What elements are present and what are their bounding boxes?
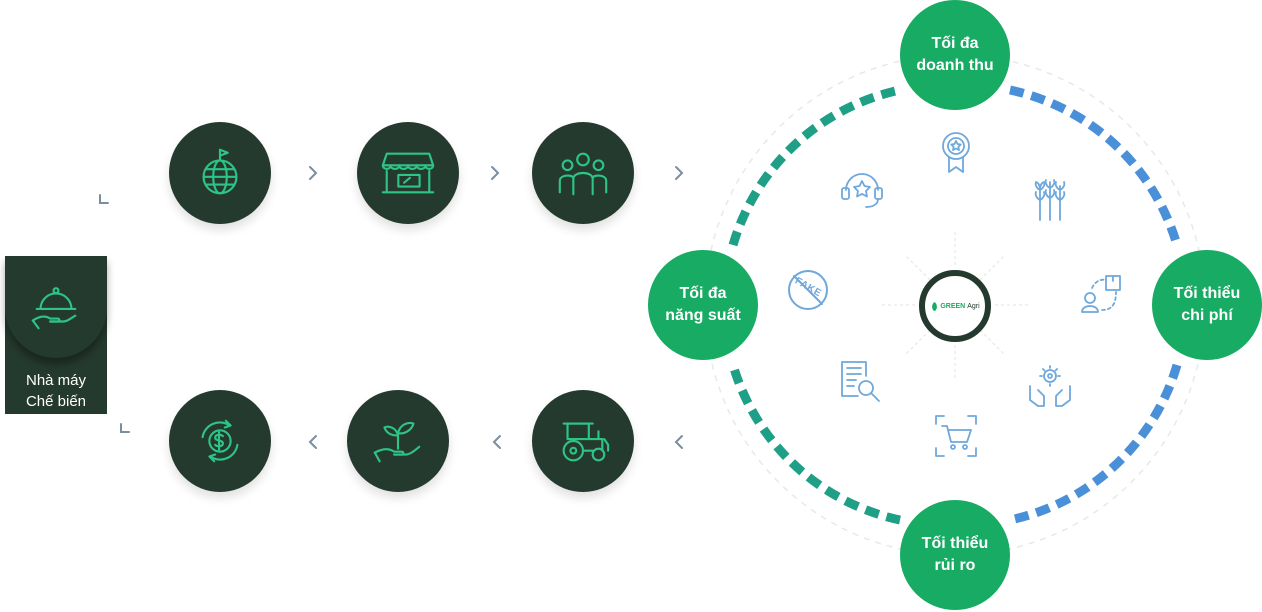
- node-sprout-in-hand: [347, 390, 449, 492]
- node-tractor: [532, 390, 634, 492]
- global-market-icon: [202, 148, 238, 195]
- node-money-cycle: [169, 390, 271, 492]
- goal-minimize-risk: Tối thiểu rủi ro: [900, 500, 1010, 610]
- chevron-left-icon: [674, 435, 683, 449]
- chevron-down-left-icon: [120, 423, 130, 433]
- fake-label: FAKE: [784, 266, 832, 314]
- chevron-left-icon: [492, 435, 501, 449]
- goal-right-line2: chi phí: [1181, 307, 1233, 324]
- node-global-market: [169, 122, 271, 224]
- benefit-traceability: [1078, 270, 1126, 318]
- serving-tray-icon: [31, 287, 77, 330]
- goal-minimize-cost: Tối thiểu chi phí: [1152, 250, 1262, 360]
- money-cycle-icon: [201, 419, 239, 463]
- node-community: [532, 122, 634, 224]
- goal-maximize-productivity: Tối đa năng suất: [648, 250, 758, 360]
- factory-badge: [5, 256, 107, 358]
- chevron-right-icon: [675, 166, 684, 180]
- chevron-up-left-icon: [99, 194, 109, 204]
- ring-arc-bottom-left: [728, 363, 901, 525]
- anti-fake-icon: [788, 270, 828, 310]
- goal-maximize-revenue: Tối đa doanh thu: [900, 0, 1010, 110]
- goal-top-line2: doanh thu: [916, 57, 994, 74]
- benefit-quality: [932, 128, 980, 176]
- support-agent-icon: [841, 173, 883, 208]
- benefit-crops: [1026, 176, 1074, 224]
- logo-brand-suffix: Agri: [967, 302, 980, 310]
- award-badge-icon: [942, 132, 970, 173]
- goal-left-line2: năng suất: [665, 307, 741, 324]
- leaf-icon: [932, 301, 938, 311]
- storefront-icon: [381, 152, 435, 194]
- benefit-support: [838, 164, 886, 212]
- traceability-icon: [1081, 275, 1121, 313]
- factory-label-line2: Chế biến: [25, 393, 87, 410]
- benefit-commerce: [932, 412, 980, 460]
- chevron-left-icon: [308, 435, 317, 449]
- benefit-anti-fake: FAKE: [784, 266, 832, 314]
- fake-text: FAKE: [792, 275, 824, 300]
- goal-bottom-line1: Tối thiểu: [921, 535, 989, 552]
- goal-left-line1: Tối đa: [679, 285, 727, 302]
- logo-brand-text: GREEN: [940, 302, 966, 310]
- benefit-operations: [1026, 362, 1074, 410]
- tractor-icon: [562, 422, 610, 462]
- chevron-right-icon: [309, 166, 318, 180]
- ring-arc-bottom-right: [1009, 363, 1182, 525]
- factory-card: Nhà máy Chế biến: [5, 256, 107, 414]
- cart-scan-icon: [935, 415, 977, 457]
- ring-arc-top-right: [1009, 85, 1182, 247]
- hands-gear-icon: [1029, 365, 1071, 407]
- chevron-right-icon: [491, 166, 500, 180]
- benefit-inspection: [836, 356, 884, 404]
- community-icon: [558, 152, 608, 196]
- node-storefront: [357, 122, 459, 224]
- ring-arc-top-left: [728, 85, 901, 247]
- goal-right-line1: Tối thiểu: [1173, 285, 1241, 302]
- factory-label-line1: Nhà máy: [25, 372, 87, 389]
- wheat-icon: [1034, 179, 1066, 221]
- factory-label: Nhà máy Chế biến: [5, 370, 107, 412]
- document-search-icon: [841, 361, 880, 402]
- goal-bottom-line2: rủi ro: [934, 557, 976, 574]
- sprout-in-hand-icon: [373, 422, 421, 463]
- goal-top-line1: Tối đa: [931, 35, 979, 52]
